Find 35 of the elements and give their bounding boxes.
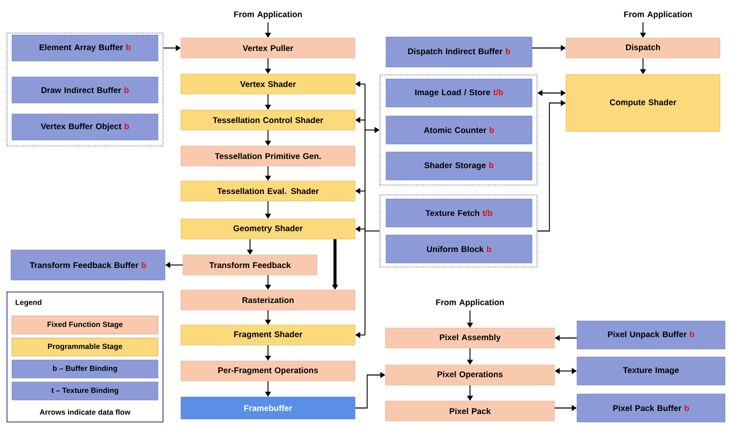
- buffer-box: Atomic Counter b: [386, 116, 532, 144]
- shader-box: Vertex Shader: [180, 74, 356, 94]
- stage-box: Dispatch: [566, 38, 720, 58]
- group-frame: [6, 32, 164, 146]
- source-label: From Application: [234, 11, 302, 19]
- stage-box: Tessellation Primitive Gen.: [180, 146, 356, 166]
- source-label: From Application: [624, 11, 692, 19]
- buffer-box: Texture Fetch t/b: [386, 198, 532, 228]
- framebuffer-box: Framebuffer: [180, 396, 356, 420]
- stage-box: Pixel Pack: [385, 400, 555, 422]
- stage-box: Rasterization: [180, 290, 356, 310]
- shader-box: Tessellation Control Shader: [180, 110, 356, 130]
- buffer-box: Element Array Buffer b: [12, 34, 158, 62]
- buffer-box: Draw Indirect Buffer b: [12, 76, 158, 104]
- buffer-box: Vertex Buffer Object b: [12, 114, 158, 140]
- stage-box: Vertex Puller: [180, 38, 356, 58]
- shader-box: Geometry Shader: [180, 218, 356, 240]
- buffer-box: Image Load / Store t/b: [386, 78, 532, 108]
- group-frame: [380, 194, 538, 268]
- stage-box: Pixel Assembly: [385, 328, 555, 348]
- stage-box: Pixel Operations: [385, 364, 555, 386]
- source-label: From Application: [436, 299, 504, 307]
- buffer-box: Pixel Pack Buffer b: [576, 394, 726, 422]
- buffer-box: Dispatch Indirect Buffer b: [386, 36, 532, 68]
- stage-box: Transform Feedback: [182, 254, 318, 276]
- shader-box: Fragment Shader: [180, 324, 356, 346]
- buffer-box: Uniform Block b: [386, 234, 532, 264]
- buffer-box: Texture Image: [576, 356, 726, 386]
- shader-box: Compute Shader: [566, 74, 720, 132]
- buffer-box: Pixel Unpack Buffer b: [576, 320, 726, 350]
- shader-box: Tessellation Eval. Shader: [180, 180, 356, 202]
- stage-box: Per-Fragment Operations: [180, 360, 356, 382]
- group-frame: [380, 74, 538, 186]
- buffer-box: Shader Storage b: [386, 152, 532, 180]
- buffer-box: Transform Feedback Buffer b: [10, 250, 166, 280]
